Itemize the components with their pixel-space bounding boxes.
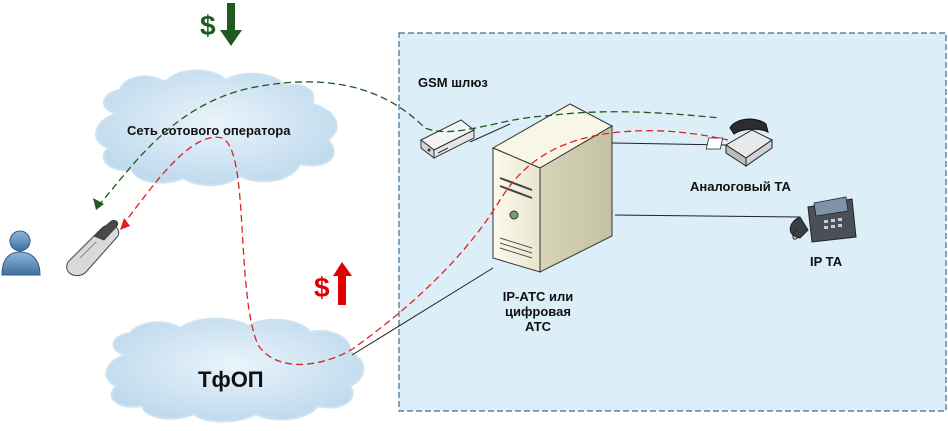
mobile-phone-device bbox=[66, 219, 120, 277]
person-icon bbox=[1, 230, 41, 276]
pstn-cloud bbox=[105, 317, 365, 423]
gsm-gateway-device bbox=[420, 119, 475, 160]
pstn-label: ТфОП bbox=[198, 367, 264, 392]
cell-network-cloud bbox=[95, 69, 338, 187]
pstn-to-pbx-line bbox=[351, 267, 494, 356]
gsm-gateway-label: GSM шлюз bbox=[418, 75, 488, 90]
green-call-path bbox=[97, 81, 721, 207]
analog-phone-device bbox=[705, 118, 773, 167]
money-down-symbol: $ bbox=[200, 10, 216, 41]
ip-phone-label: IP ТА bbox=[810, 254, 843, 269]
pbx-to-ipphone-line bbox=[614, 214, 801, 218]
gateway-to-pbx-line bbox=[469, 123, 511, 143]
money-down-arrow bbox=[220, 3, 242, 46]
red-arrowhead bbox=[120, 218, 130, 230]
green-arrowhead bbox=[93, 198, 104, 210]
red-call-path bbox=[121, 130, 729, 366]
pbx-server-tower bbox=[491, 103, 614, 273]
money-up-arrow bbox=[333, 262, 352, 305]
pbx-label: IP-АТС или цифровая АТС bbox=[502, 289, 574, 334]
cell-network-label: Сеть сотового оператора bbox=[127, 123, 291, 138]
analog-phone-label: Аналоговый ТА bbox=[690, 179, 791, 194]
money-up-symbol: $ bbox=[314, 272, 330, 303]
ip-phone-device bbox=[789, 196, 857, 243]
